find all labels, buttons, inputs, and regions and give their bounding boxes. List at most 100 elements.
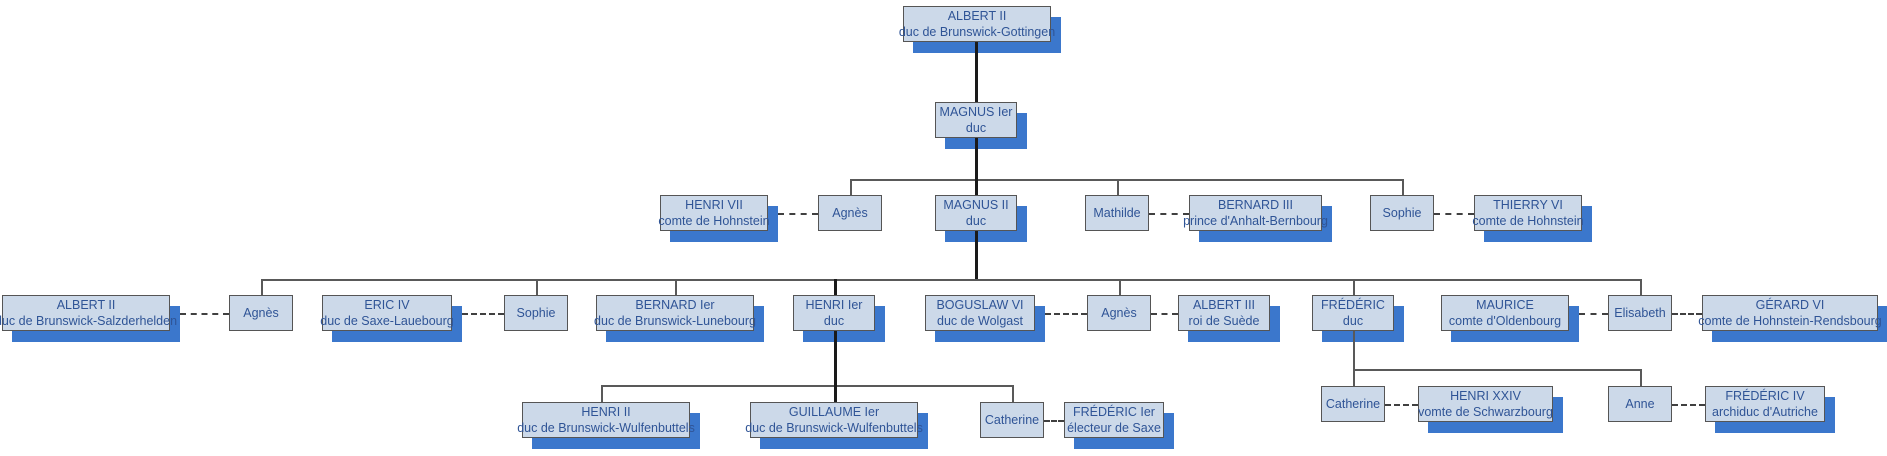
node-elisabeth[interactable]: Elisabeth — [1608, 295, 1672, 331]
node-thierry-vi[interactable]: THIERRY VI comte de Hohnstein — [1472, 195, 1592, 242]
node-henri-ii[interactable]: HENRI II duc de Brunswick-Wulfenbuttels — [517, 402, 700, 449]
node-agnes-r4a[interactable]: Agnès — [229, 295, 293, 331]
node-boguslaw-vi[interactable]: BOGUSLAW VI duc de Wolgast — [925, 295, 1045, 342]
marriage-link-boguslaw-agnes — [1045, 313, 1087, 315]
marriage-link-agnes-albertiii — [1151, 313, 1178, 315]
node-face: Anne — [1608, 386, 1672, 422]
node-title: ALBERT III — [1192, 297, 1256, 312]
node-subtitle: vomte de Schwarzbourg — [1418, 405, 1553, 419]
bus-row5-left — [601, 385, 1013, 387]
node-face: ERIC IV duc de Saxe-Lauebourg — [320, 295, 454, 331]
node-agnes-r3[interactable]: Agnès — [818, 195, 882, 231]
node-catherine-r5b[interactable]: Catherine — [1321, 386, 1385, 422]
node-catherine-r5a[interactable]: Catherine — [980, 402, 1044, 438]
node-face: GUILLAUME Ier duc de Brunswick-Wulfenbut… — [745, 402, 923, 438]
node-face: MAGNUS II duc — [935, 195, 1017, 231]
node-subtitle: duc de Brunswick-Salzderhelden — [0, 314, 178, 328]
node-title: Anne — [1625, 396, 1655, 411]
node-albert-ii-gottingen[interactable]: ALBERT II duc de Brunswick-Gottingen — [899, 6, 1061, 53]
node-subtitle: comte de Hohnstein — [1472, 214, 1584, 228]
node-henri-ier[interactable]: HENRI Ier duc — [793, 295, 885, 342]
node-albert-iii[interactable]: ALBERT III roi de Suède — [1178, 295, 1280, 342]
node-sophie-r3[interactable]: Sophie — [1370, 195, 1434, 231]
node-subtitle: duc de Brunswick-Wulfenbuttels — [745, 421, 923, 435]
node-title: ALBERT II — [56, 297, 116, 312]
node-title: Agnès — [243, 305, 279, 320]
node-face: THIERRY VI comte de Hohnstein — [1472, 195, 1584, 231]
stub-agnes-r4a — [261, 279, 263, 295]
node-face: ALBERT II duc de Brunswick-Salzderhelden — [0, 295, 177, 331]
node-face: HENRI XXIV vomte de Schwarzbourg — [1418, 386, 1553, 422]
node-subtitle: duc de Brunswick-Lunebourg — [594, 314, 756, 328]
marriage-link-henrivii-agnes — [778, 213, 818, 215]
connector-henriier-drop — [834, 331, 837, 386]
node-subtitle: duc de Saxe-Lauebourg — [320, 314, 454, 328]
node-title: HENRI II — [581, 404, 631, 419]
node-face: Elisabeth — [1608, 295, 1672, 331]
stub-magnus-ii — [975, 179, 978, 195]
node-title: ALBERT II — [947, 8, 1007, 23]
node-magnus-ier[interactable]: MAGNUS Ier duc — [935, 102, 1027, 149]
marriage-link-maurice-elisabeth — [1579, 313, 1608, 315]
node-subtitle: duc de Wolgast — [937, 314, 1023, 328]
node-face: MAGNUS Ier duc — [935, 102, 1017, 138]
node-title: THIERRY VI — [1493, 197, 1563, 212]
stub-guillaume-ier — [834, 385, 837, 402]
node-mathilde[interactable]: Mathilde — [1085, 195, 1149, 231]
node-bernard-iii[interactable]: BERNARD III prince d'Anhalt-Bernbourg — [1183, 195, 1332, 242]
connector-magnus1-drop — [975, 138, 978, 180]
marriage-link-anne-fredericiv — [1672, 404, 1705, 406]
node-face: Agnès — [818, 195, 882, 231]
node-subtitle: archiduc d'Autriche — [1712, 405, 1818, 419]
node-title: HENRI XXIV — [1450, 388, 1521, 403]
node-agnes-r4b[interactable]: Agnès — [1087, 295, 1151, 331]
node-title: GUILLAUME Ier — [788, 404, 880, 419]
node-title: Elisabeth — [1614, 305, 1666, 320]
node-henri-xxiv[interactable]: HENRI XXIV vomte de Schwarzbourg — [1418, 386, 1563, 433]
node-eric-iv[interactable]: ERIC IV duc de Saxe-Lauebourg — [320, 295, 462, 342]
node-subtitle: roi de Suède — [1188, 314, 1260, 328]
node-face: GÉRARD VI comte de Hohnstein-Rendsbourg — [1698, 295, 1882, 331]
bus-row4 — [261, 279, 1640, 281]
node-anne[interactable]: Anne — [1608, 386, 1672, 422]
node-frederic-iv[interactable]: FRÉDÉRIC IV archiduc d'Autriche — [1705, 386, 1835, 433]
node-title: GÉRARD VI — [1755, 297, 1825, 312]
marriage-link-catherine-fredericier — [1044, 420, 1064, 422]
marriage-link-mathilde-bernardiii — [1149, 213, 1189, 215]
node-guillaume-ier[interactable]: GUILLAUME Ier duc de Brunswick-Wulfenbut… — [745, 402, 928, 449]
node-title: BERNARD III — [1217, 197, 1293, 212]
node-title: Catherine — [984, 412, 1040, 427]
connector-albert-to-magnus1 — [975, 42, 978, 102]
node-maurice[interactable]: MAURICE comte d'Oldenbourg — [1441, 295, 1579, 342]
node-title: Agnès — [1101, 305, 1137, 320]
node-face: Sophie — [504, 295, 568, 331]
node-title: HENRI VII — [685, 197, 743, 212]
node-bernard-ier[interactable]: BERNARD Ier duc de Brunswick-Lunebourg — [594, 295, 764, 342]
node-title: Mathilde — [1093, 205, 1141, 220]
node-henri-vii[interactable]: HENRI VII comte de Hohnstein — [658, 195, 778, 242]
node-face: Agnès — [229, 295, 293, 331]
node-title: Sophie — [1382, 205, 1422, 220]
node-title: Catherine — [1325, 396, 1381, 411]
node-sophie-r4[interactable]: Sophie — [504, 295, 568, 331]
node-albert-ii-salzderhelden[interactable]: ALBERT II duc de Brunswick-Salzderhelden — [0, 295, 180, 342]
node-title: FRÉDÉRIC IV — [1725, 388, 1805, 403]
node-face: ALBERT III roi de Suède — [1178, 295, 1270, 331]
stub-henri-ii — [601, 385, 603, 402]
stub-henri-ier — [834, 279, 837, 295]
marriage-link-elisabeth-gerardvi — [1672, 313, 1702, 315]
node-frederic-ier[interactable]: FRÉDÉRIC Ier électeur de Saxe — [1064, 402, 1174, 449]
node-face: HENRI II duc de Brunswick-Wulfenbuttels — [517, 402, 695, 438]
node-gerard-vi[interactable]: GÉRARD VI comte de Hohnstein-Rendsbourg — [1698, 295, 1887, 342]
node-face: ALBERT II duc de Brunswick-Gottingen — [899, 6, 1055, 42]
stub-agnes-r4b — [1119, 279, 1121, 295]
node-face: BERNARD III prince d'Anhalt-Bernbourg — [1183, 195, 1328, 231]
node-subtitle: duc de Brunswick-Gottingen — [898, 25, 1056, 39]
node-magnus-ii[interactable]: MAGNUS II duc — [935, 195, 1027, 242]
node-face: HENRI VII comte de Hohnstein — [658, 195, 770, 231]
node-subtitle: électeur de Saxe — [1067, 421, 1161, 435]
node-title: Agnès — [832, 205, 868, 220]
node-face: FRÉDÉRIC Ier électeur de Saxe — [1064, 402, 1164, 438]
node-frederic-duc[interactable]: FRÉDÉRIC duc — [1312, 295, 1404, 342]
